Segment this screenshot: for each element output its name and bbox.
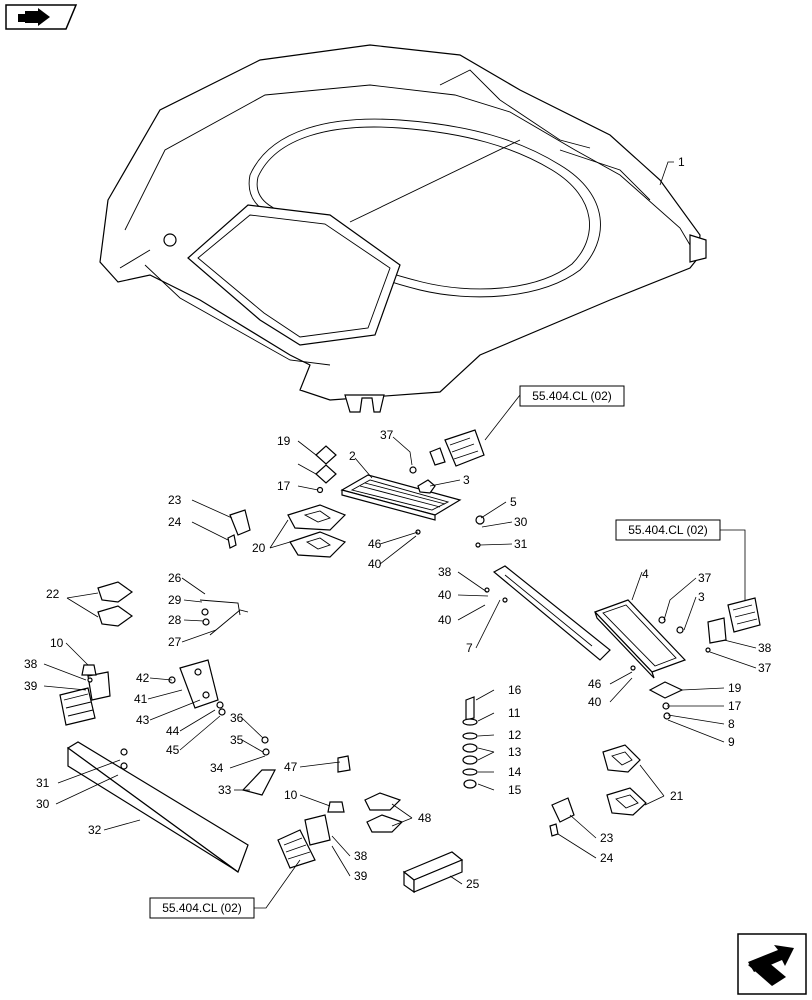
- callout-3b: 3: [698, 590, 705, 604]
- ref-box-right-label: 55.404.CL (02): [628, 523, 708, 537]
- callout-33: 33: [218, 783, 232, 797]
- callout-24: 24: [168, 515, 182, 529]
- connector-block-right: [707, 597, 761, 644]
- seal-pads: [287, 504, 347, 558]
- roof-panel: [99, 44, 707, 413]
- connector-block-bottom: [277, 814, 331, 869]
- callout-32: 32: [88, 823, 102, 837]
- callout-11: 11: [508, 706, 521, 720]
- callout-45: 45: [166, 743, 180, 757]
- callout-26: 26: [168, 571, 182, 585]
- callout-30b: 30: [514, 515, 528, 529]
- callout-10a: 10: [50, 636, 64, 650]
- gasket-right: [648, 681, 684, 720]
- callout-37c: 37: [758, 661, 772, 675]
- callout-17b: 17: [728, 699, 742, 713]
- callout-3: 3: [463, 473, 470, 487]
- callout-20: 20: [252, 541, 266, 555]
- callout-21: 21: [670, 789, 684, 803]
- gasket-pads-right: [602, 744, 647, 816]
- ref-box-right[interactable]: 55.404.CL (02): [615, 519, 721, 541]
- callout-28: 28: [168, 613, 182, 627]
- callout-10b: 10: [284, 788, 298, 802]
- vent-grille-lower: [593, 599, 687, 679]
- callout-25: 25: [466, 877, 480, 891]
- callout-19: 19: [277, 434, 291, 448]
- callout-39a: 39: [24, 679, 38, 693]
- callout-19b: 19: [728, 681, 742, 695]
- callout-8: 8: [728, 717, 735, 731]
- callout-23b: 23: [600, 831, 614, 845]
- callout-34: 34: [210, 761, 224, 775]
- callout-40b: 40: [438, 613, 452, 627]
- rubber-bumpers: [81, 664, 351, 813]
- callout-23: 23: [168, 493, 182, 507]
- callout-17: 17: [277, 479, 291, 493]
- ref-box-top[interactable]: 55.404.CL (02): [519, 385, 625, 407]
- callout-2: 2: [349, 449, 356, 463]
- callout-29: 29: [168, 593, 182, 607]
- hinge-bracket-right: [549, 797, 575, 837]
- callout-31b: 31: [514, 537, 528, 551]
- callout-5: 5: [510, 495, 517, 509]
- gasket-top: [315, 445, 337, 494]
- callout-41: 41: [134, 692, 148, 706]
- callout-46a: 46: [368, 537, 382, 551]
- callout-37b: 37: [698, 571, 712, 585]
- callout-38c: 38: [438, 565, 452, 579]
- callout-16: 16: [508, 683, 522, 697]
- callout-12: 12: [508, 728, 522, 742]
- rail-bracket: [492, 565, 611, 661]
- callout-36: 36: [230, 711, 244, 725]
- seal-pads-lower: [364, 792, 404, 833]
- callout-15: 15: [508, 783, 522, 797]
- callout-24b: 24: [600, 851, 614, 865]
- next-page-arrow-icon[interactable]: [737, 933, 807, 995]
- book-arrow-icon[interactable]: [5, 4, 78, 30]
- hinge-bracket-left: [227, 509, 251, 549]
- leader-lines: [43, 161, 757, 909]
- callout-38b: 38: [354, 849, 368, 863]
- callout-22: 22: [46, 587, 60, 601]
- callout-27: 27: [168, 635, 182, 649]
- pivot-plate: [179, 659, 224, 709]
- connector-block-top: [429, 429, 485, 467]
- callout-46b: 46: [588, 677, 602, 691]
- mount-bracket: [241, 736, 276, 796]
- callout-13: 13: [508, 745, 522, 759]
- callout-48: 48: [418, 811, 432, 825]
- callout-4: 4: [642, 567, 649, 581]
- callout-14: 14: [508, 765, 522, 779]
- callout-39b: 39: [354, 869, 368, 883]
- callout-9: 9: [728, 735, 735, 749]
- callout-43: 43: [136, 713, 150, 727]
- ref-box-top-label: 55.404.CL (02): [532, 389, 612, 403]
- callout-42: 42: [136, 671, 150, 685]
- callouts: 1 2 3 37 19 17 20 23 24 22 26 29 28 27 1…: [24, 155, 772, 891]
- callout-40a: 40: [438, 588, 452, 602]
- callout-47: 47: [284, 760, 298, 774]
- callout-38a: 38: [24, 657, 38, 671]
- callout-30a: 30: [36, 797, 50, 811]
- callout-7: 7: [466, 641, 473, 655]
- callout-38d: 38: [758, 641, 772, 655]
- ref-box-bottom[interactable]: 55.404.CL (02): [149, 897, 255, 919]
- callout-1: 1: [678, 155, 685, 169]
- connector-block-left: [59, 671, 111, 726]
- latch-rod: [199, 599, 249, 636]
- trim-strip: [66, 741, 249, 873]
- callout-40c: 40: [368, 557, 382, 571]
- callout-40d: 40: [588, 695, 602, 709]
- callout-37: 37: [380, 428, 394, 442]
- callout-31a: 31: [36, 776, 50, 790]
- callout-44: 44: [166, 724, 180, 738]
- ref-box-bottom-label: 55.404.CL (02): [162, 901, 242, 915]
- vent-grille-upper: [340, 474, 462, 521]
- washer-stack: [462, 696, 478, 789]
- callout-35: 35: [230, 733, 244, 747]
- foam-bar: [402, 851, 464, 894]
- plug-caps: [97, 581, 134, 627]
